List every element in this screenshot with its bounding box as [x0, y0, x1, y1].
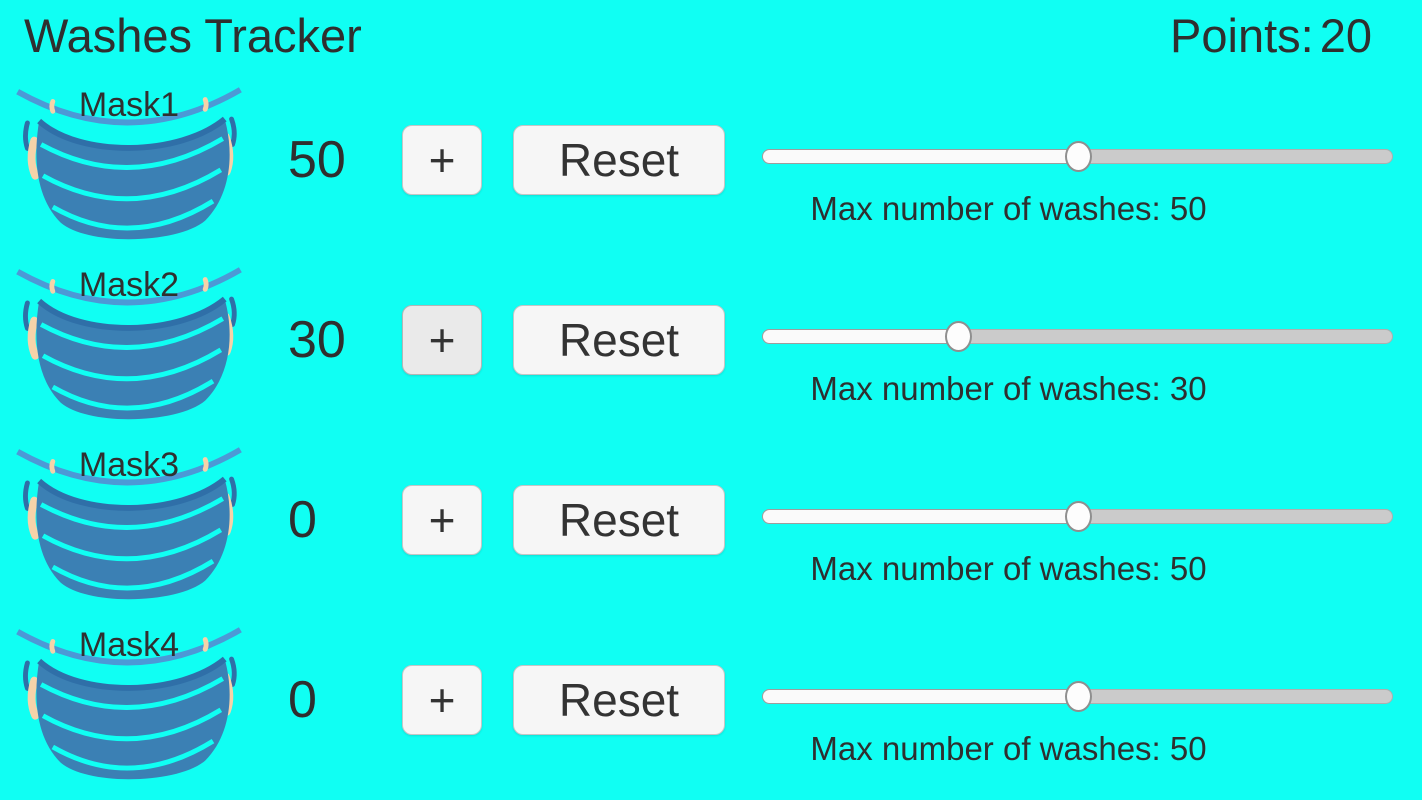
max-washes-label: Max number of washes: 50 [810, 550, 1207, 587]
mask-name-label: Mask3 [78, 446, 180, 484]
reset-button[interactable]: Reset [513, 485, 725, 555]
reset-button[interactable]: Reset [513, 665, 725, 735]
wash-count: 50 [288, 131, 346, 189]
max-washes-slider[interactable] [762, 321, 1393, 352]
points-counter: Points:20 [1170, 6, 1372, 66]
mask-row-2: Mask2 30 + Reset Max number of washes: 3… [0, 258, 1422, 438]
mask-row-1: Mask1 50 + Reset Max number of washes: 5… [0, 78, 1422, 258]
increment-button[interactable]: + [402, 665, 482, 735]
mask-rows: Mask1 50 + Reset Max number of washes: 5… [0, 78, 1422, 798]
mask-name-label: Mask2 [78, 266, 180, 304]
slider-fill [762, 329, 958, 344]
points-label: Points: [1170, 9, 1314, 62]
mask-row-4: Mask4 0 + Reset Max number of washes: 50 [0, 618, 1422, 798]
slider-thumb[interactable] [1064, 501, 1092, 532]
max-washes-label: Max number of washes: 50 [810, 730, 1207, 767]
increment-button[interactable]: + [402, 485, 482, 555]
increment-button[interactable]: + [402, 305, 482, 375]
max-washes-slider[interactable] [762, 681, 1393, 712]
wash-count: 0 [288, 491, 317, 549]
reset-button[interactable]: Reset [513, 125, 725, 195]
slider-thumb[interactable] [1064, 141, 1092, 172]
mask-name-label: Mask1 [78, 86, 180, 124]
slider-thumb[interactable] [1064, 681, 1092, 712]
max-washes-label: Max number of washes: 30 [810, 370, 1207, 407]
slider-fill [762, 509, 1078, 524]
wash-count: 0 [288, 671, 317, 729]
max-washes-slider[interactable] [762, 501, 1393, 532]
wash-count: 30 [288, 311, 346, 369]
points-value: 20 [1319, 9, 1372, 62]
reset-button[interactable]: Reset [513, 305, 725, 375]
page-title: Washes Tracker [24, 9, 362, 62]
slider-fill [762, 149, 1078, 164]
mask-row-3: Mask3 0 + Reset Max number of washes: 50 [0, 438, 1422, 618]
slider-thumb[interactable] [944, 321, 972, 352]
increment-button[interactable]: + [402, 125, 482, 195]
max-washes-slider[interactable] [762, 141, 1393, 172]
max-washes-label: Max number of washes: 50 [810, 190, 1207, 227]
mask-name-label: Mask4 [78, 626, 180, 664]
slider-fill [762, 689, 1078, 704]
